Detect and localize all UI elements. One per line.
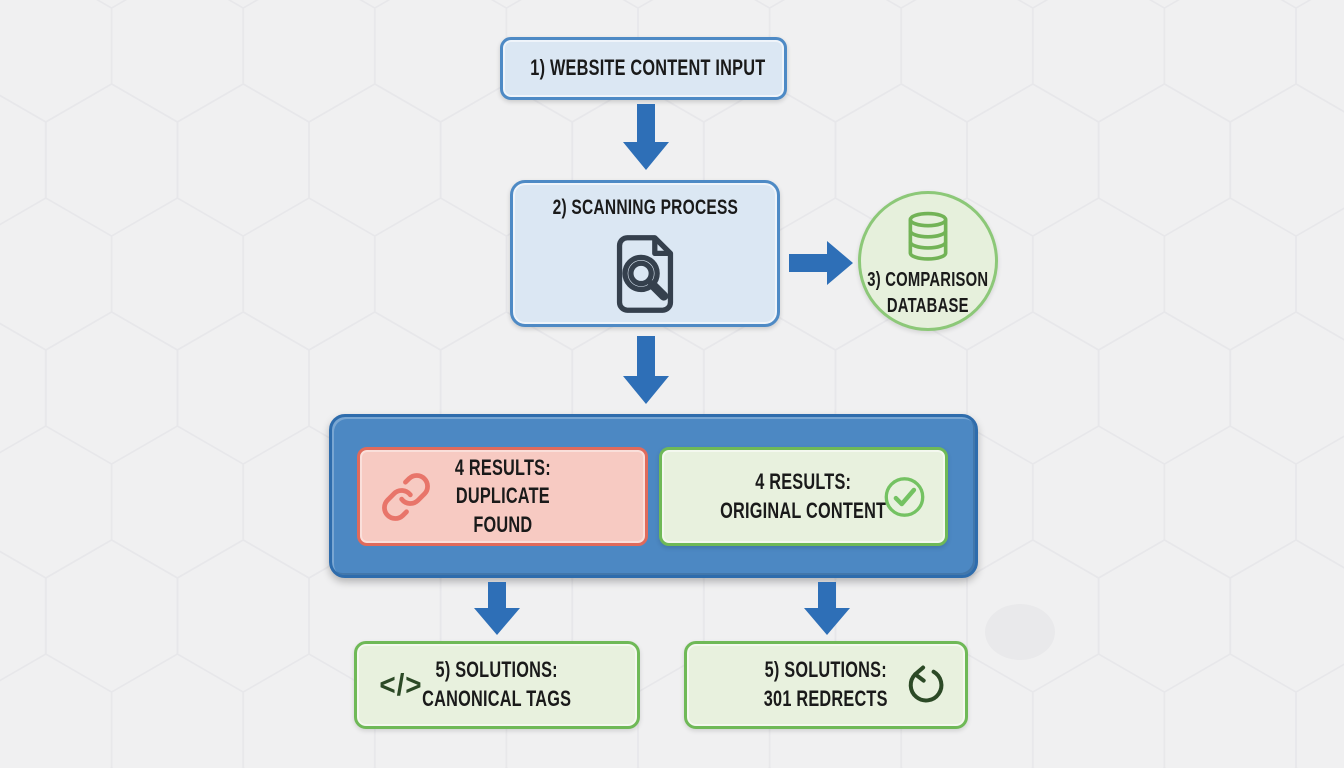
arrow-input-to-scanning: [623, 104, 669, 170]
node-website-content-input: 1) WEBSITE CONTENT INPUT: [500, 37, 787, 100]
background-smudge: [985, 604, 1055, 660]
node-label: 4 RESULTS: DUPLICATE FOUND: [454, 454, 551, 537]
undo-arrow-icon: [902, 662, 948, 708]
node-label: 5) SOLUTIONS: 301 REDRECTS: [764, 657, 888, 711]
node-label: 2) SCANNING PROCESS: [552, 196, 738, 219]
node-label: 4 RESULTS: ORIGINAL CONTENT: [720, 468, 887, 523]
arrow-scanning-to-database: [789, 241, 853, 285]
node-label: 1) WEBSITE CONTENT INPUT: [530, 55, 766, 81]
link-icon: [380, 471, 432, 523]
node-results-original-content: 4 RESULTS: ORIGINAL CONTENT: [659, 447, 948, 546]
arrow-original-to-redirects: [804, 582, 850, 635]
database-icon: [908, 211, 948, 261]
document-search-icon: [616, 235, 674, 314]
node-scanning-process: 2) SCANNING PROCESS: [510, 180, 780, 327]
node-comparison-database: 3) COMPARISON DATABASE: [858, 191, 998, 331]
code-icon: </>: [379, 667, 423, 702]
node-results-duplicate-found: 4 RESULTS: DUPLICATE FOUND: [357, 447, 648, 546]
arrow-scanning-to-results: [623, 336, 669, 404]
check-circle-icon: [881, 473, 928, 520]
node-label: 3) COMPARISON DATABASE: [867, 269, 989, 317]
arrow-duplicate-to-canonical: [474, 582, 520, 635]
node-label: 5) SOLUTIONS: CANONICAL TAGS: [422, 657, 572, 711]
node-solution-canonical-tags: </> 5) SOLUTIONS: CANONICAL TAGS: [354, 641, 640, 729]
node-solution-301-redirects: 5) SOLUTIONS: 301 REDRECTS: [684, 641, 968, 729]
